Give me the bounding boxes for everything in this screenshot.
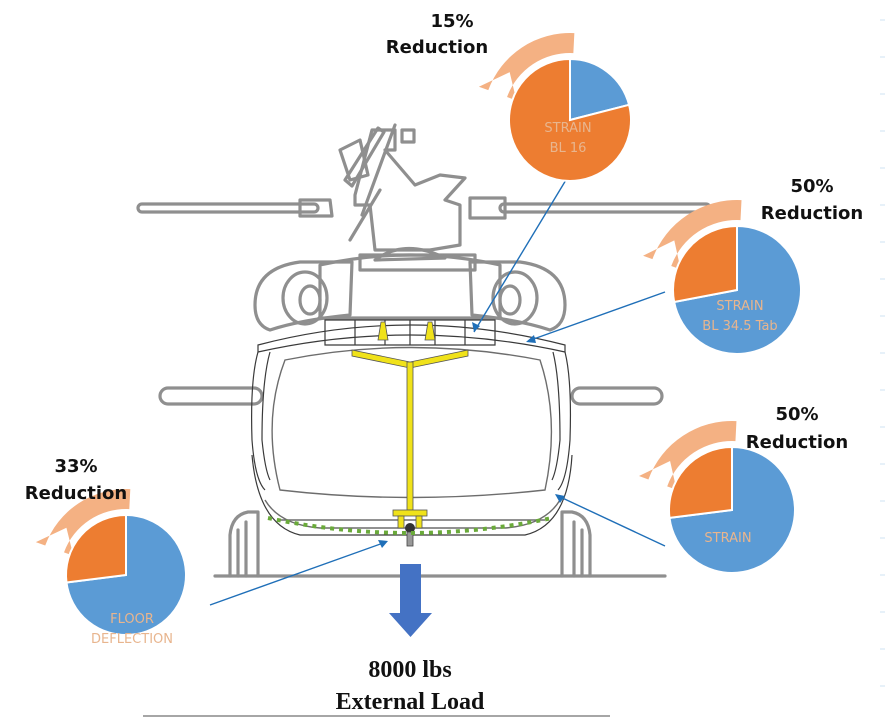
callout-floor-deflection: 33% Reduction FLOOR DEFLECTION	[25, 456, 187, 647]
landing-gear	[228, 510, 592, 578]
reduction-arrow	[643, 200, 742, 270]
pie-label-line1: STRAIN	[716, 299, 763, 314]
pie-label-line1: FLOOR	[110, 612, 154, 627]
engine-cowlings	[253, 253, 567, 332]
reduction-arrow	[35, 489, 131, 556]
reduction-word: Reduction	[386, 37, 488, 58]
reduction-percent: 50%	[790, 176, 833, 197]
pie-label-line2: DEFLECTION	[91, 632, 173, 647]
cargo-hook-sling	[351, 349, 469, 547]
cabin-roof-structure	[257, 319, 566, 353]
external-load: 8000 lbs External Load	[143, 564, 610, 717]
slide-edge-ticks	[880, 19, 885, 687]
rotor-blades	[136, 196, 712, 220]
reduction-percent: 33%	[54, 456, 97, 477]
callout-strain-lower: 50% Reduction STRAIN	[639, 404, 848, 574]
reduction-arrow	[639, 421, 737, 490]
reduction-word: Reduction	[25, 483, 127, 504]
load-down-arrow-icon	[389, 564, 432, 637]
cabin-frames	[251, 346, 573, 536]
pie-label-line1: STRAIN	[544, 121, 591, 136]
pie-slice-after	[569, 57, 631, 122]
leader-line-lower-strain	[555, 494, 666, 547]
pie-slice-reduced	[672, 224, 738, 304]
leader-line-floor-deflection	[209, 541, 387, 606]
pie-chart	[508, 57, 632, 182]
load-caption: External Load	[336, 689, 485, 715]
reduction-word: Reduction	[761, 203, 863, 224]
pie-slice-reduced	[508, 57, 632, 182]
leader-lines	[209, 169, 666, 606]
helicopter-front-view	[136, 123, 712, 578]
reduction-percent: 15%	[430, 11, 473, 32]
reduction-percent: 50%	[775, 404, 818, 425]
reduction-word: Reduction	[746, 432, 848, 453]
reduction-arrow	[478, 33, 575, 101]
pie-chart	[672, 224, 802, 355]
floor-deflection-line	[267, 516, 553, 535]
leader-line-bl16	[473, 169, 573, 333]
callout-strain-bl16: 15% Reduction STRAIN BL 16	[386, 11, 632, 182]
callouts: 15% Reduction STRAIN BL 16 50% Reduction…	[25, 11, 863, 647]
pie-slice-reduced	[668, 445, 733, 520]
pie-label-line2: BL 16	[550, 141, 587, 156]
pie-label-line1: STRAIN	[704, 531, 751, 546]
stub-wings	[158, 386, 664, 406]
pie-chart	[65, 513, 187, 636]
rotor-head	[338, 123, 477, 272]
pie-chart	[668, 445, 796, 574]
pie-slice-reduced	[65, 513, 127, 584]
load-weight: 8000 lbs	[368, 657, 451, 683]
leader-line-bl345	[527, 291, 666, 342]
pie-label-line2: BL 34.5 Tab	[702, 319, 777, 334]
callout-strain-bl345-tab: 50% Reduction STRAIN BL 34.5 Tab	[643, 176, 863, 355]
